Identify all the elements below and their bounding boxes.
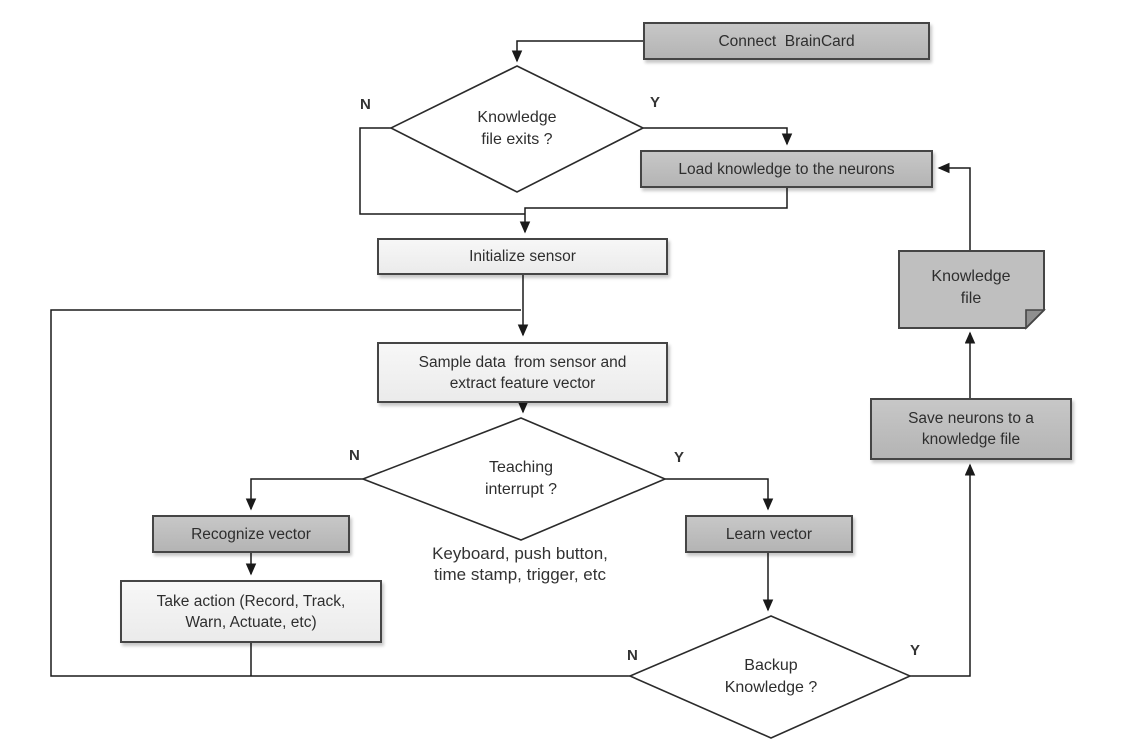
- edge-decision1-yes-to-load: [643, 127, 793, 146]
- edge-decision2-no-to-recognize: [245, 478, 363, 511]
- node-sample-data: Sample data from sensor and extract feat…: [377, 342, 668, 403]
- decision-backup-knowledge-shape: [627, 615, 912, 739]
- node-learn-vector: Learn vector: [685, 515, 853, 553]
- node-recognize-vector: Recognize vector: [152, 515, 350, 553]
- node-initialize-sensor: Initialize sensor: [377, 238, 668, 275]
- branch-label-teaching-yes: Y: [674, 449, 685, 466]
- branch-label-teaching-no: N: [349, 447, 360, 464]
- node-take-action-label: Take action (Record, Track, Warn, Actuat…: [156, 592, 346, 631]
- node-sample-data-label: Sample data from sensor and extract feat…: [418, 353, 627, 392]
- node-take-action: Take action (Record, Track, Warn, Actuat…: [120, 580, 382, 643]
- node-connect-braincard: Connect BrainCard: [643, 22, 930, 60]
- node-save-neurons-label: Save neurons to a knowledge file: [908, 410, 1034, 448]
- edge-connect-to-decision1: [511, 40, 643, 63]
- node-learn-vector-label: Learn vector: [725, 525, 813, 543]
- edge-load-return: [524, 188, 788, 213]
- node-save-neurons: Save neurons to a knowledge file: [870, 398, 1072, 460]
- edge-decision3-yes-to-save: [910, 463, 976, 677]
- branch-label-knowledge-exists-yes: Y: [650, 94, 661, 111]
- edge-decision3-no-loop: [50, 309, 630, 677]
- node-initialize-sensor-label: Initialize sensor: [469, 248, 576, 265]
- branch-label-backup-no: N: [627, 647, 638, 664]
- node-load-knowledge-label: Load knowledge to the neurons: [678, 160, 895, 178]
- document-knowledge-file-shape: [898, 250, 1046, 330]
- decision-knowledge-file-exists-shape: [389, 65, 645, 193]
- interrupt-sources-note: Keyboard, push button, time stamp, trigg…: [432, 544, 608, 584]
- branch-label-backup-yes: Y: [910, 642, 921, 659]
- node-connect-braincard-label: Connect BrainCard: [718, 32, 855, 50]
- edge-decision2-yes-to-learn: [665, 478, 774, 511]
- decision-teaching-interrupt-shape: [360, 417, 668, 541]
- edge-knowledgefile-to-load: [937, 162, 971, 251]
- node-recognize-vector-label: Recognize vector: [191, 525, 311, 543]
- branch-label-knowledge-exists-no: N: [360, 96, 371, 113]
- node-load-knowledge: Load knowledge to the neurons: [640, 150, 933, 188]
- edge-decision1-no: [359, 127, 525, 215]
